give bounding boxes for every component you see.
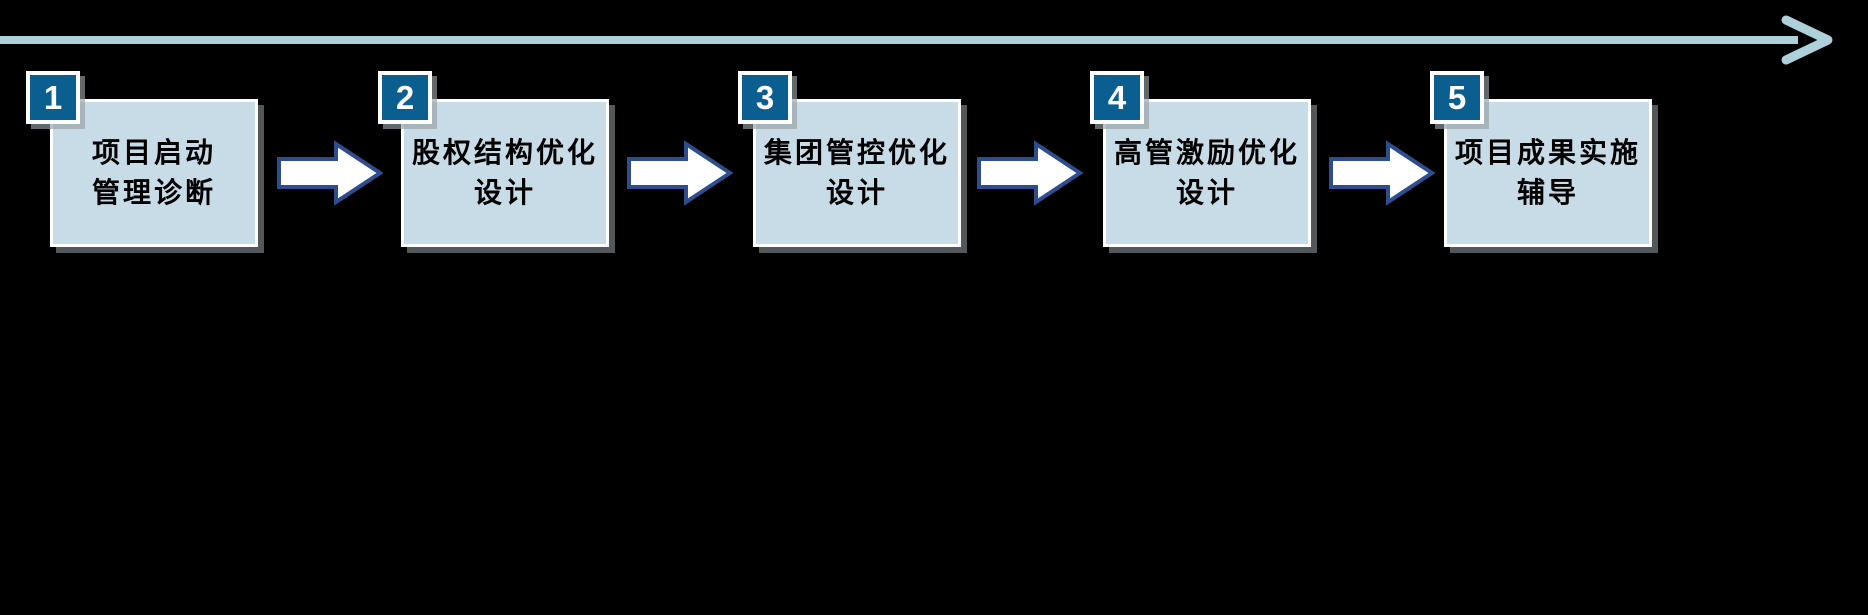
- step-number: 3: [755, 79, 775, 116]
- flow-arrow-icon: [1329, 140, 1435, 206]
- step-number: 5: [1447, 79, 1467, 116]
- step-box-1: 项目启动 管理诊断: [50, 99, 258, 247]
- step-number-badge-5: 5: [1430, 71, 1484, 124]
- step-number-badge-1: 1: [26, 71, 80, 124]
- step-label-line2: 管理诊断: [91, 176, 216, 209]
- step-number-badge-2: 2: [378, 71, 432, 124]
- step-label-line2: 辅导: [1516, 176, 1579, 209]
- step-label: 高管激励优化 设计: [1114, 133, 1300, 213]
- step-label-line2: 设计: [473, 176, 536, 209]
- step-label-line2: 设计: [825, 176, 888, 209]
- flow-arrow-icon: [277, 140, 383, 206]
- step-label-line1: 高管激励优化: [1113, 136, 1300, 169]
- step-number: 2: [395, 79, 415, 116]
- step-label: 项目启动 管理诊断: [92, 133, 216, 213]
- step-number: 1: [43, 79, 63, 116]
- step-number-badge-3: 3: [738, 71, 792, 124]
- step-label: 股权结构优化 设计: [412, 133, 598, 213]
- timeline-arrow-icon: [0, 15, 1833, 65]
- step-box-2: 股权结构优化 设计: [401, 99, 609, 247]
- step-box-4: 高管激励优化 设计: [1103, 99, 1311, 247]
- flow-arrow-icon: [627, 140, 733, 206]
- step-label: 项目成果实施 辅导: [1455, 133, 1641, 213]
- step-label: 集团管控优化 设计: [764, 133, 950, 213]
- step-number: 4: [1107, 79, 1127, 116]
- step-label-line1: 项目启动: [91, 136, 216, 169]
- step-label-line2: 设计: [1175, 176, 1238, 209]
- step-label-line1: 股权结构优化: [411, 136, 598, 169]
- flow-arrow-icon: [977, 140, 1083, 206]
- step-label-line1: 集团管控优化: [763, 136, 950, 169]
- step-label-line1: 项目成果实施: [1454, 136, 1641, 169]
- step-number-badge-4: 4: [1090, 71, 1144, 124]
